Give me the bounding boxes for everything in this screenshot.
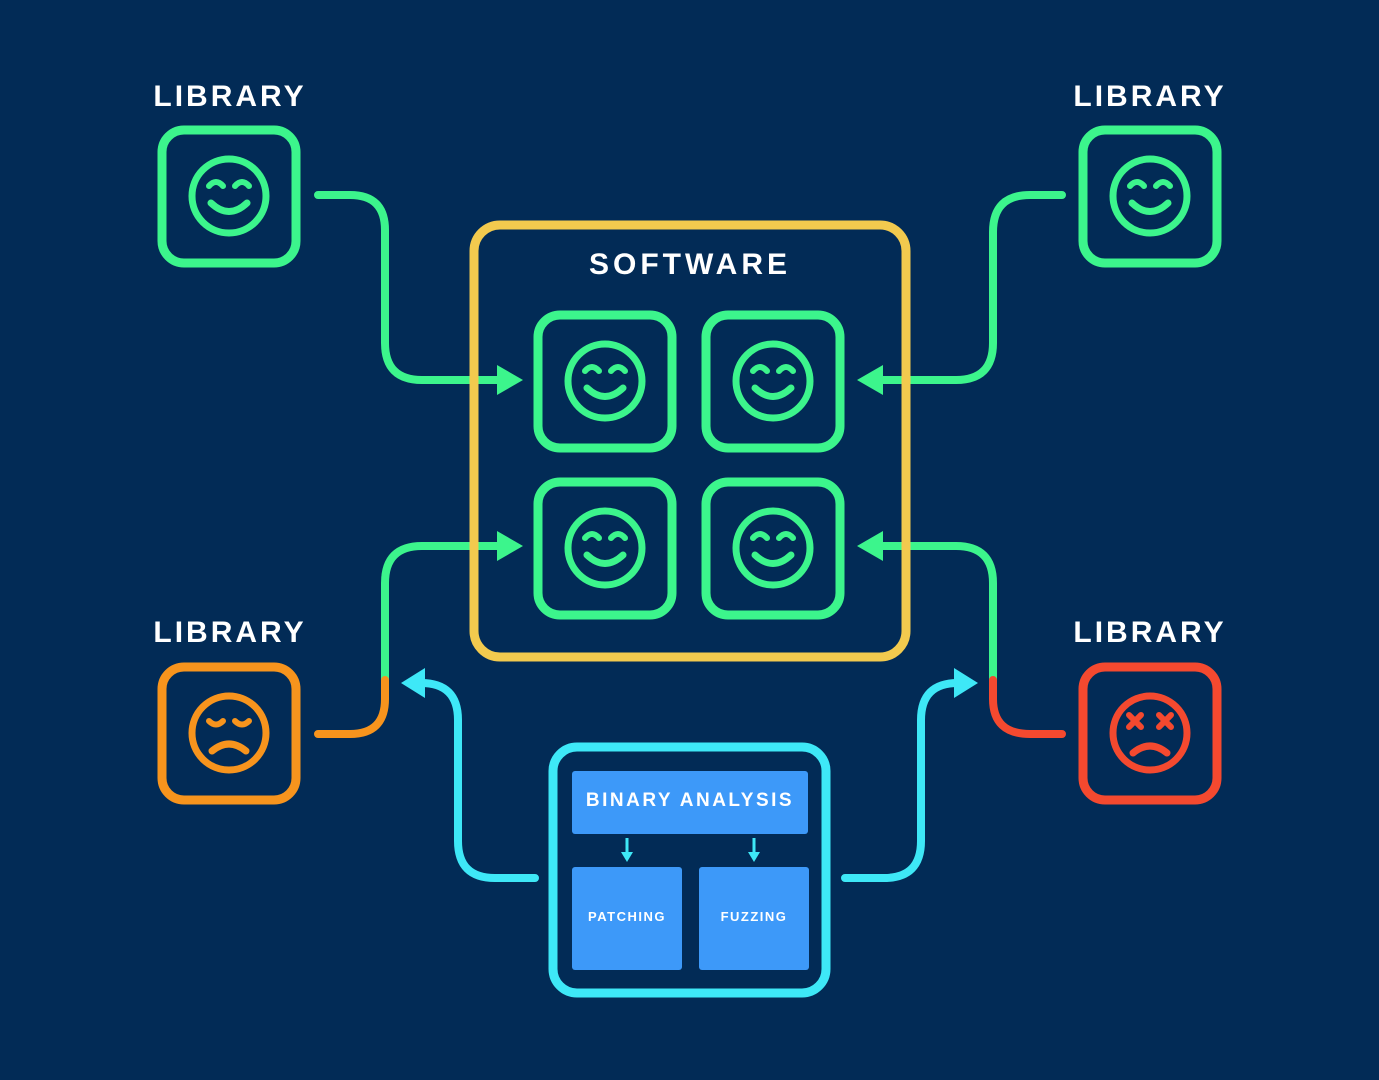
happy-face-icon bbox=[192, 159, 266, 233]
sad-face-icon bbox=[188, 692, 270, 774]
connector-bottom-right-green bbox=[874, 542, 997, 684]
arrowhead-top-right bbox=[857, 365, 883, 395]
fuzzing-block bbox=[699, 867, 809, 970]
binary-analysis-label: BINARY ANALYSIS bbox=[585, 790, 795, 811]
library-box-top-left bbox=[157, 125, 301, 268]
patching-block bbox=[572, 867, 682, 970]
software-component-box bbox=[701, 310, 845, 453]
arrowhead-bottom-right bbox=[857, 531, 883, 561]
software-frame bbox=[469, 220, 911, 662]
arrowhead-top-left bbox=[497, 365, 523, 395]
happy-face-icon bbox=[736, 511, 810, 585]
happy-face-icon bbox=[736, 344, 810, 418]
software-component-box bbox=[533, 310, 677, 453]
library-label-top-right: LIBRARY bbox=[1073, 80, 1227, 113]
happy-face-icon bbox=[1113, 159, 1187, 233]
connector-top-right bbox=[874, 191, 1066, 384]
arrowhead-bottom-left bbox=[497, 531, 523, 561]
software-title: SOFTWARE bbox=[589, 248, 791, 281]
library-label-bottom-right: LIBRARY bbox=[1073, 616, 1227, 649]
arrowhead-fuzzing bbox=[748, 852, 760, 862]
analysis-connector-left bbox=[417, 679, 539, 882]
library-box-bottom-right bbox=[1078, 662, 1222, 805]
library-box-top-right bbox=[1078, 125, 1222, 268]
library-box-bottom-left bbox=[157, 662, 301, 805]
library-label-top-left: LIBRARY bbox=[153, 80, 307, 113]
connector-bottom-right-red bbox=[989, 676, 1066, 738]
connector-top-left bbox=[314, 191, 507, 384]
analysis-connector-right bbox=[841, 679, 962, 882]
analysis-arrowhead-right bbox=[954, 668, 978, 698]
analysis-arrowhead-left bbox=[401, 668, 425, 698]
binary-analysis-block bbox=[572, 771, 808, 834]
software-component-box bbox=[533, 477, 677, 620]
library-label-bottom-left: LIBRARY bbox=[153, 616, 307, 649]
software-component-box bbox=[701, 477, 845, 620]
analysis-frame bbox=[548, 742, 831, 998]
fuzzing-label: FUZZING bbox=[720, 909, 788, 924]
happy-face-icon bbox=[568, 344, 642, 418]
arrowhead-patching bbox=[621, 852, 633, 862]
happy-face-icon bbox=[568, 511, 642, 585]
dead-face-icon bbox=[1109, 692, 1191, 774]
connector-bottom-left-green bbox=[381, 542, 507, 684]
patching-label: PATCHING bbox=[588, 909, 666, 924]
connector-bottom-left-orange bbox=[314, 676, 389, 738]
